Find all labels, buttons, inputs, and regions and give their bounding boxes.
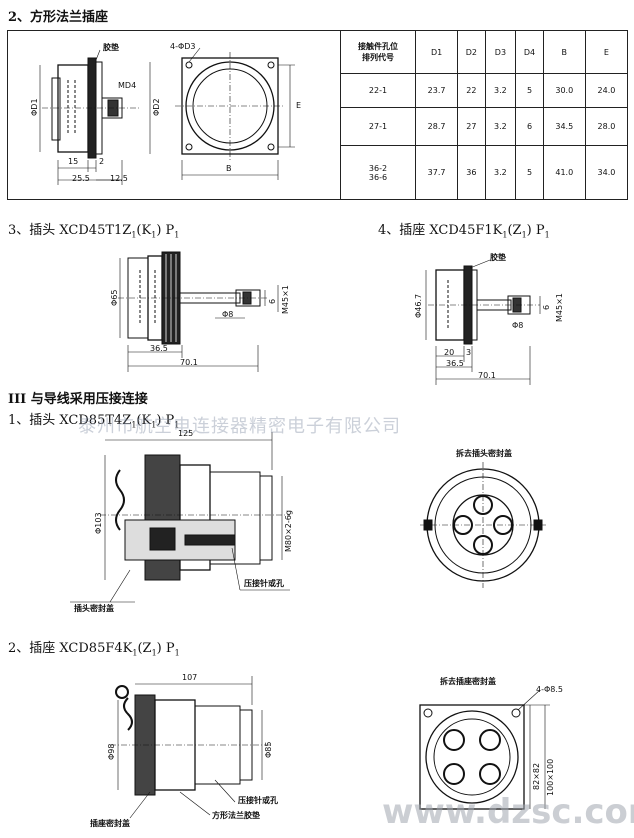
fig6-crimp-plug bbox=[70, 432, 290, 603]
hole-dim-label: 4-Φ8.5 bbox=[536, 685, 563, 694]
remove-plug-cap-label: 拆去插头密封盖 bbox=[456, 449, 512, 458]
square-100-label: 100×100 bbox=[546, 758, 555, 796]
dim-107: 107 bbox=[182, 673, 198, 682]
flange-gasket-label: 方形法兰胶垫 bbox=[212, 811, 260, 820]
site-watermark: www.dzsc.com bbox=[382, 792, 634, 832]
section-title-square-flange: 2、方形法兰插座 bbox=[8, 10, 109, 25]
fig3-plug bbox=[118, 251, 279, 372]
d8-label: Φ8 bbox=[512, 321, 524, 330]
table-cell: 3.2 bbox=[484, 145, 517, 200]
dim-6: 6 bbox=[542, 304, 551, 310]
table-header-cell: B bbox=[542, 30, 586, 74]
plug-cap-label: 插头密封盖 bbox=[74, 604, 114, 613]
table-cell: 27-1 bbox=[340, 107, 416, 146]
m80-label: M80×2-6g bbox=[284, 510, 293, 552]
fig1-side-view bbox=[39, 49, 151, 185]
dimension-table: 接触件孔位 排列代号 D1 D2 D3 D4 B E 22-1 23.7 22 … bbox=[340, 30, 629, 200]
d8-label: Φ8 bbox=[222, 310, 234, 319]
e-label: E bbox=[296, 101, 302, 110]
fig7-crimp-socket bbox=[110, 676, 270, 819]
d98-label: Φ98 bbox=[107, 743, 116, 760]
table-row: 36-2 36-6 37.7 36 3.2 5 41.0 34.0 bbox=[340, 145, 629, 200]
d85-label: Φ85 bbox=[264, 741, 273, 758]
square-82-label: 82×82 bbox=[532, 762, 541, 790]
crimp-pin-label: 压接针或孔 bbox=[244, 579, 284, 588]
dim-36-5: 36.5 bbox=[150, 344, 168, 353]
d103-label: Φ103 bbox=[94, 512, 103, 534]
fig7-front-view bbox=[419, 689, 550, 810]
dim-70-1: 70.1 bbox=[478, 371, 496, 380]
dim-125: 125 bbox=[178, 429, 194, 438]
table-cell: 36 bbox=[457, 145, 486, 200]
section-title-plug-xcd45t1z1: 3、插头 XCD45T1Z1(K1) P1 bbox=[8, 223, 180, 240]
table-cell: 36-2 36-6 bbox=[340, 145, 416, 200]
fig1-front-view bbox=[175, 47, 295, 180]
dim-20: 20 bbox=[444, 348, 455, 357]
section-title-socket-xcd45f1k1: 4、插座 XCD45F1K1(Z1) P1 bbox=[378, 223, 550, 240]
m45-label: M45×1 bbox=[281, 285, 290, 314]
dim-2: 2 bbox=[99, 157, 105, 166]
gasket-label: 胶垫 bbox=[103, 43, 119, 52]
table-cell: 37.7 bbox=[414, 145, 459, 200]
d65-label: Φ65 bbox=[110, 289, 119, 306]
dim-15: 15 bbox=[68, 157, 79, 166]
section-title-socket-xcd85f4k1: 2、插座 XCD85F4K1(Z1) P1 bbox=[8, 641, 180, 658]
fig6-front-view bbox=[420, 462, 546, 588]
dim-25-5: 25.5 bbox=[72, 174, 90, 183]
table-cell: 23.7 bbox=[414, 73, 459, 108]
socket-cap-label: 插座密封盖 bbox=[90, 819, 130, 828]
m45-label: M45×1 bbox=[555, 293, 564, 322]
dim-12-5: 12.5 bbox=[110, 174, 128, 183]
crimp-pin-label: 压接针或孔 bbox=[238, 796, 278, 805]
table-cell: 27 bbox=[457, 107, 486, 146]
dim-36-5: 36.5 bbox=[446, 359, 464, 368]
section-title-plug-xcd85t4z1: 1、插头 XCD85T4Z1(K1) P1 bbox=[8, 413, 180, 430]
d46-7-label: Φ46.7 bbox=[414, 293, 423, 318]
table-cell: 6 bbox=[515, 107, 544, 146]
d1-label: ΦD1 bbox=[30, 98, 39, 116]
table-cell: 22-1 bbox=[340, 73, 416, 108]
table-cell: 22 bbox=[457, 73, 486, 108]
table-cell: 41.0 bbox=[542, 145, 586, 200]
table-header-cell: D1 bbox=[414, 30, 459, 74]
table-cell: 5 bbox=[515, 73, 544, 108]
table-cell: 5 bbox=[515, 145, 544, 200]
b-label: B bbox=[226, 164, 232, 173]
md4-label: MD4 bbox=[118, 81, 137, 90]
table-cell: 28.7 bbox=[414, 107, 459, 146]
table-cell: 34.0 bbox=[584, 145, 629, 200]
dim-6: 6 bbox=[268, 298, 277, 304]
table-cell: 34.5 bbox=[542, 107, 586, 146]
gasket-label: 胶垫 bbox=[490, 253, 506, 262]
company-watermark: 泰州市航空电连接器精密电子有限公司 bbox=[78, 416, 401, 437]
dim-70-1: 70.1 bbox=[180, 358, 198, 367]
remove-socket-cap-label: 拆去插座密封盖 bbox=[440, 677, 496, 686]
dim-3: 3 bbox=[466, 348, 472, 357]
d2-label: ΦD2 bbox=[152, 98, 161, 116]
table-header-cell: 接触件孔位 排列代号 bbox=[340, 30, 416, 74]
section-title-crimp: III 与导线采用压接连接 bbox=[8, 392, 148, 407]
fig4-socket bbox=[425, 259, 541, 385]
hole-dim-label: 4-ΦD3 bbox=[170, 42, 196, 51]
